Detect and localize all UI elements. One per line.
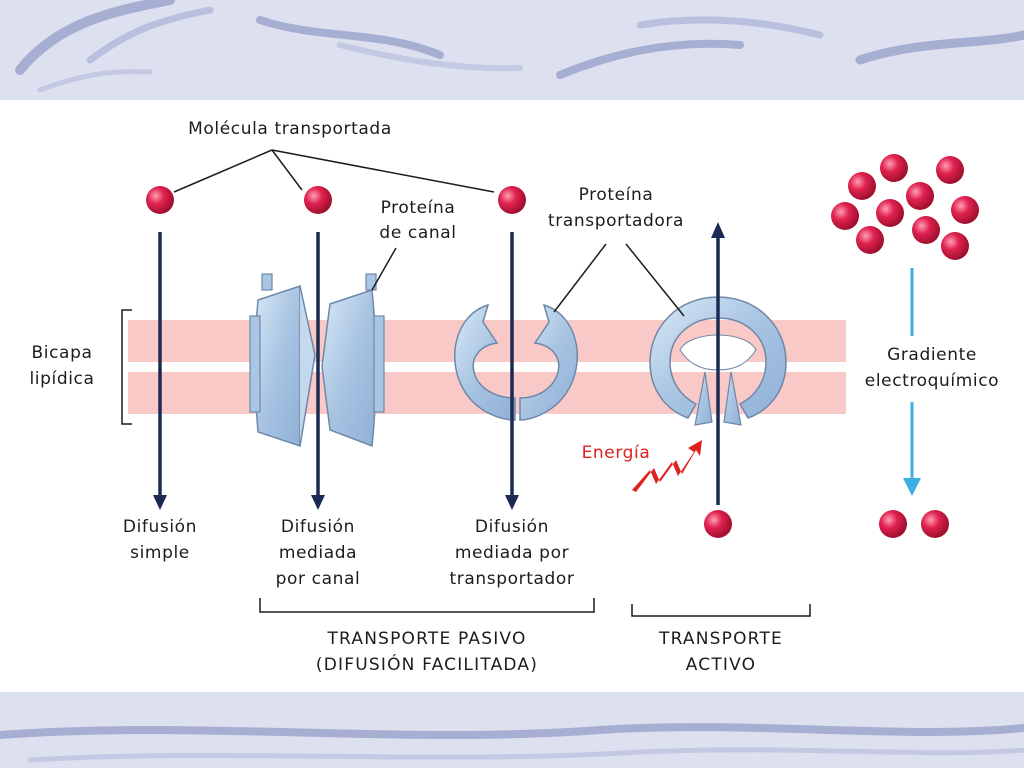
energy-bolt-icon: [632, 440, 702, 492]
label-carrier-protein-2: transportadora: [548, 211, 684, 231]
molecule-cluster-low: [879, 510, 949, 538]
decorative-banner-top: [0, 0, 1024, 100]
label-simple-diffusion-1: Difusión: [123, 517, 197, 537]
label-gradient-2: electroquímico: [865, 371, 999, 391]
label-bilayer-1: Bicapa: [32, 343, 93, 363]
label-channel-protein-1: Proteína: [381, 198, 456, 218]
leader-lines: [173, 149, 685, 317]
label-active-transport-2: ACTIVO: [686, 655, 757, 675]
label-carrier-protein-1: Proteína: [579, 185, 654, 205]
decorative-banner-bottom: [0, 692, 1024, 768]
label-transported-molecule: Molécula transportada: [188, 119, 392, 139]
label-carrier-diffusion-3: transportador: [450, 569, 575, 589]
label-simple-diffusion-2: simple: [130, 543, 190, 563]
label-passive-transport-1: TRANSPORTE PASIVO: [326, 629, 526, 649]
label-carrier-diffusion-1: Difusión: [475, 517, 549, 537]
group-brackets: [259, 598, 811, 617]
molecule: [146, 186, 174, 214]
label-bilayer-2: lipídica: [29, 369, 94, 389]
label-passive-transport-2: (DIFUSIÓN FACILITADA): [316, 653, 538, 675]
gradient-arrow: [903, 268, 921, 496]
label-channel-protein-2: de canal: [379, 223, 456, 243]
label-gradient-1: Gradiente: [887, 345, 977, 365]
label-energy: Energía: [582, 443, 651, 463]
molecule: [304, 186, 332, 214]
molecule: [498, 186, 526, 214]
label-carrier-diffusion-2: mediada por: [455, 543, 569, 563]
label-channel-diffusion-2: mediada: [279, 543, 357, 563]
label-channel-diffusion-1: Difusión: [281, 517, 355, 537]
label-active-transport-1: TRANSPORTE: [658, 629, 783, 649]
label-channel-diffusion-3: por canal: [276, 569, 361, 589]
bilayer-bracket: [121, 309, 132, 425]
channel-protein: [249, 273, 385, 448]
transport-arrows: [153, 222, 725, 510]
molecule-cluster-high: [831, 154, 979, 260]
carrier-protein-passive: [453, 303, 579, 421]
molecules: [146, 186, 732, 538]
molecule: [704, 510, 732, 538]
